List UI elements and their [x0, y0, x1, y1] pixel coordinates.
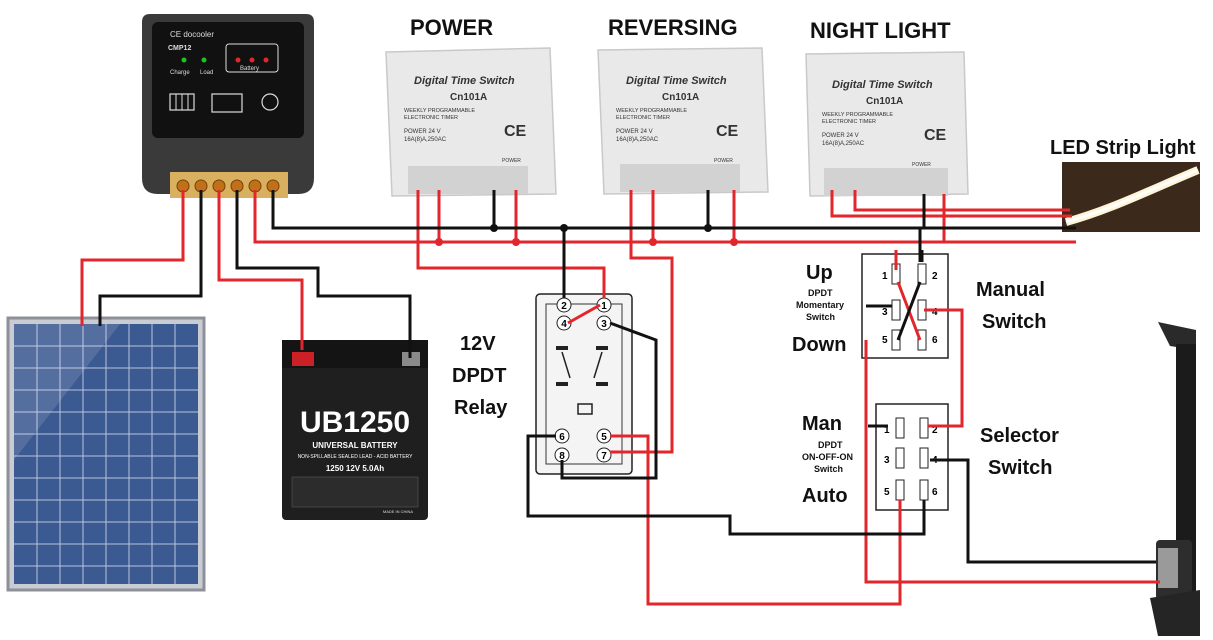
- linear-actuator: [1150, 322, 1200, 636]
- battery-line1: UNIVERSAL BATTERY: [312, 441, 398, 450]
- relay-pin: 4: [561, 319, 567, 330]
- timer-power: Digital Time Switch Cn101A WEEKLY PROGRA…: [385, 47, 557, 197]
- switch-pin: 6: [932, 335, 938, 346]
- battery-line2: NON-SPILLABLE SEALED LEAD - ACID BATTERY: [298, 454, 414, 460]
- wire-junctions: [435, 224, 738, 246]
- timer-reversing: Digital Time Switch Cn101A WEEKLY PROGRA…: [597, 47, 769, 195]
- dpdt-relay: 2 1 4 3 6 5 8 7: [535, 293, 633, 475]
- label-power: POWER: [410, 15, 493, 40]
- svg-text:POWER 24 V: POWER 24 V: [616, 129, 653, 135]
- switch-pin: 5: [882, 335, 888, 346]
- svg-text:16A(8)A,250AC: 16A(8)A,250AC: [616, 137, 659, 143]
- svg-text:POWER: POWER: [502, 158, 521, 164]
- label-onoffon-3: Switch: [814, 464, 843, 474]
- switch-pin: 3: [884, 455, 890, 466]
- solar-panel: [6, 316, 206, 592]
- relay-pin: 6: [559, 432, 565, 443]
- label-auto: Auto: [802, 485, 848, 507]
- switch-pin: 6: [932, 487, 938, 498]
- label-momentary-3: Switch: [806, 312, 835, 322]
- timer-night-light: Digital Time Switch Cn101A WEEKLY PROGRA…: [805, 51, 969, 197]
- label-onoffon-2: ON-OFF-ON: [802, 452, 853, 462]
- switch-pin: 5: [884, 487, 890, 498]
- svg-text:CE: CE: [504, 123, 527, 140]
- battery-made: MADE IN CHINA: [383, 509, 414, 514]
- svg-text:CE: CE: [716, 123, 739, 140]
- svg-text:WEEKLY PROGRAMMABLE: WEEKLY PROGRAMMABLE: [616, 108, 687, 114]
- svg-text:Digital Time Switch: Digital Time Switch: [414, 75, 515, 87]
- relay-pin: 3: [601, 319, 607, 330]
- svg-text:Digital Time Switch: Digital Time Switch: [626, 75, 727, 87]
- label-selector-2: Switch: [988, 457, 1052, 479]
- svg-text:CE: CE: [924, 127, 947, 144]
- svg-text:ELECTRONIC TIMER: ELECTRONIC TIMER: [822, 119, 876, 125]
- label-momentary-1: DPDT: [808, 288, 833, 298]
- switch-pin: 1: [882, 271, 888, 282]
- controller-charge-label: Charge: [170, 70, 190, 76]
- svg-text:POWER: POWER: [912, 162, 931, 168]
- switch-pin: 2: [932, 271, 938, 282]
- switch-pin: 4: [932, 307, 938, 318]
- label-momentary-2: Momentary: [796, 300, 844, 310]
- svg-text:Cn101A: Cn101A: [866, 96, 903, 107]
- svg-text:16A(8)A,250AC: 16A(8)A,250AC: [404, 137, 447, 143]
- relay-pin: 1: [601, 301, 607, 312]
- svg-text:ELECTRONIC TIMER: ELECTRONIC TIMER: [616, 115, 670, 121]
- bulb-symbol-icon: [261, 93, 279, 111]
- controller-brand: CE docooler: [170, 30, 214, 39]
- svg-text:POWER: POWER: [714, 158, 733, 164]
- label-relay-dpdt: DPDT: [452, 365, 506, 387]
- svg-text:Cn101A: Cn101A: [450, 92, 487, 103]
- controller-load-label: Load: [200, 70, 213, 76]
- controller-battery-label: Battery: [240, 66, 259, 72]
- label-man: Man: [802, 413, 842, 435]
- controller-model: CMP12: [168, 45, 191, 52]
- svg-text:Cn101A: Cn101A: [662, 92, 699, 103]
- label-manual-1: Manual: [976, 279, 1045, 301]
- black-wires: [98, 190, 1156, 564]
- switch-pin: 3: [882, 307, 888, 318]
- switch-pin: 1: [884, 425, 890, 436]
- svg-text:Digital Time Switch: Digital Time Switch: [832, 79, 933, 91]
- label-relay: Relay: [454, 397, 508, 419]
- solar-symbol-icon: [169, 93, 195, 111]
- label-up: Up: [806, 262, 833, 284]
- relay-pin: 8: [559, 451, 565, 462]
- svg-text:ELECTRONIC TIMER: ELECTRONIC TIMER: [404, 115, 458, 121]
- svg-text:POWER 24 V: POWER 24 V: [822, 133, 859, 139]
- relay-pin: 5: [601, 432, 607, 443]
- svg-text:WEEKLY PROGRAMMABLE: WEEKLY PROGRAMMABLE: [404, 108, 475, 114]
- charge-controller: CE docooler CMP12 Charge Load Battery: [142, 14, 314, 198]
- svg-text:WEEKLY PROGRAMMABLE: WEEKLY PROGRAMMABLE: [822, 112, 893, 118]
- label-onoffon-1: DPDT: [818, 440, 843, 450]
- svg-text:16A(8)A,250AC: 16A(8)A,250AC: [822, 141, 865, 147]
- battery: UB1250 UNIVERSAL BATTERY NON-SPILLABLE S…: [282, 340, 428, 520]
- label-down: Down: [792, 334, 846, 356]
- svg-text:POWER 24 V: POWER 24 V: [404, 129, 441, 135]
- label-led-strip: LED Strip Light: [1050, 137, 1196, 159]
- relay-pin: 7: [601, 451, 607, 462]
- label-selector-1: Selector: [980, 425, 1059, 447]
- label-reversing: REVERSING: [608, 15, 738, 40]
- label-manual-2: Switch: [982, 311, 1046, 333]
- battery-spec: 1250 12V 5.0Ah: [326, 464, 384, 473]
- battery-symbol-icon: [211, 93, 243, 113]
- label-relay-12v: 12V: [460, 333, 496, 355]
- selector-switch: 1 2 3 4 5 6: [875, 403, 949, 511]
- led-strip-image: [1062, 162, 1200, 232]
- relay-pin: 2: [561, 301, 567, 312]
- switch-pin: 2: [932, 425, 938, 436]
- label-night-light: NIGHT LIGHT: [810, 18, 951, 43]
- battery-model: UB1250: [300, 406, 410, 439]
